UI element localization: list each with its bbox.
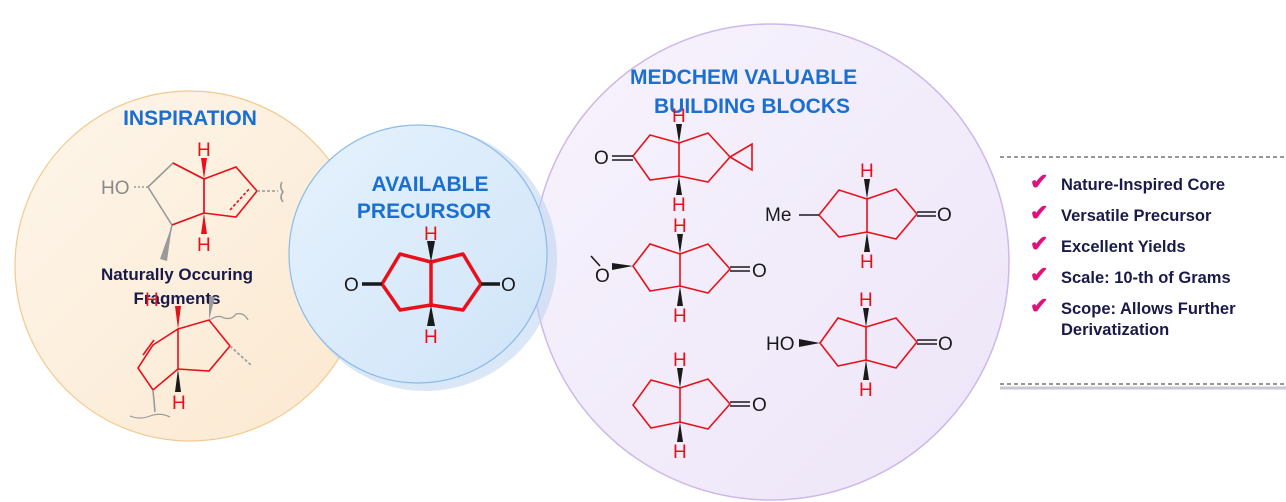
methyl-h-top: H <box>860 161 874 182</box>
fragment2-h-top: H <box>145 290 159 311</box>
building-block-hydroxy-ketone: H H HO O <box>766 290 953 401</box>
precursor-circle <box>288 124 548 384</box>
building-block-parent-ketone: H H O <box>631 350 767 463</box>
parent-h-bottom: H <box>673 442 687 463</box>
hydroxy-h-bottom: H <box>859 380 873 401</box>
parent-o: O <box>752 395 767 416</box>
hydroxy-h-top: H <box>859 290 873 311</box>
natural-fragment-2: H H <box>129 290 253 419</box>
fragment1-h-bottom: H <box>197 235 211 256</box>
checkmark-icon: ✔ <box>1030 200 1049 225</box>
precursor-title-line1: AVAILABLE <box>371 173 488 196</box>
fragment1-h-top: H <box>197 140 211 161</box>
inspiration-title: INSPIRATION <box>123 107 257 130</box>
fragment2-h-bottom: H <box>172 393 186 414</box>
spiro-o: O <box>594 148 609 169</box>
building-block-methoxy-ketone: H H O O <box>590 216 767 327</box>
spiro-h-top: H <box>672 106 686 127</box>
natural-fragment-1: H H HO <box>101 140 285 261</box>
precursor-o-left: O <box>344 275 359 296</box>
feature-text-2: Versatile Precursor <box>1061 207 1212 225</box>
building-block-spiro-ketone: H H O <box>594 106 753 216</box>
inspiration-subtitle-line2: Fragments <box>134 289 221 308</box>
checkmark-icon: ✔ <box>1030 231 1049 256</box>
checkmark-icon: ✔ <box>1030 262 1049 287</box>
hydroxy-o: O <box>938 334 953 355</box>
checkmark-icon: ✔ <box>1030 169 1049 194</box>
precursor-h-bottom: H <box>424 327 438 348</box>
spiro-h-bottom: H <box>672 195 686 216</box>
fragment1-ho-label: HO <box>101 178 130 199</box>
methyl-h-bottom: H <box>860 252 874 273</box>
feature-text-3: Excellent Yields <box>1061 238 1186 256</box>
parent-h-top: H <box>673 350 687 371</box>
precursor-title-line2: PRECURSOR <box>357 200 491 223</box>
hydroxy-ho-label: HO <box>766 334 795 355</box>
methoxy-h-bottom: H <box>673 306 687 327</box>
building-block-methyl-ketone: H H Me O <box>765 161 952 273</box>
precursor-h-top: H <box>424 224 438 245</box>
methoxy-o-ether: O <box>595 266 610 287</box>
checkmark-icon: ✔ <box>1030 293 1049 318</box>
inspiration-subtitle-line1: Naturally Occuring <box>101 265 253 284</box>
methyl-me-label: Me <box>765 205 791 226</box>
methoxy-h-top: H <box>673 216 687 237</box>
feature-text-4: Scale: 10-th of Grams <box>1061 269 1231 287</box>
methyl-o: O <box>937 205 952 226</box>
feature-text-5-line2: Derivatization <box>1061 321 1170 339</box>
precursor-dione: H H O O <box>344 224 516 348</box>
methoxy-o-ketone: O <box>752 261 767 282</box>
feature-text-5: Scope: Allows Further <box>1061 300 1236 318</box>
feature-text-1: Nature-Inspired Core <box>1061 176 1226 194</box>
precursor-o-right: O <box>501 275 516 296</box>
medchem-title-line1: MEDCHEM VALUABLE <box>630 66 857 89</box>
medchem-title-line2: BUILDING BLOCKS <box>654 95 850 118</box>
